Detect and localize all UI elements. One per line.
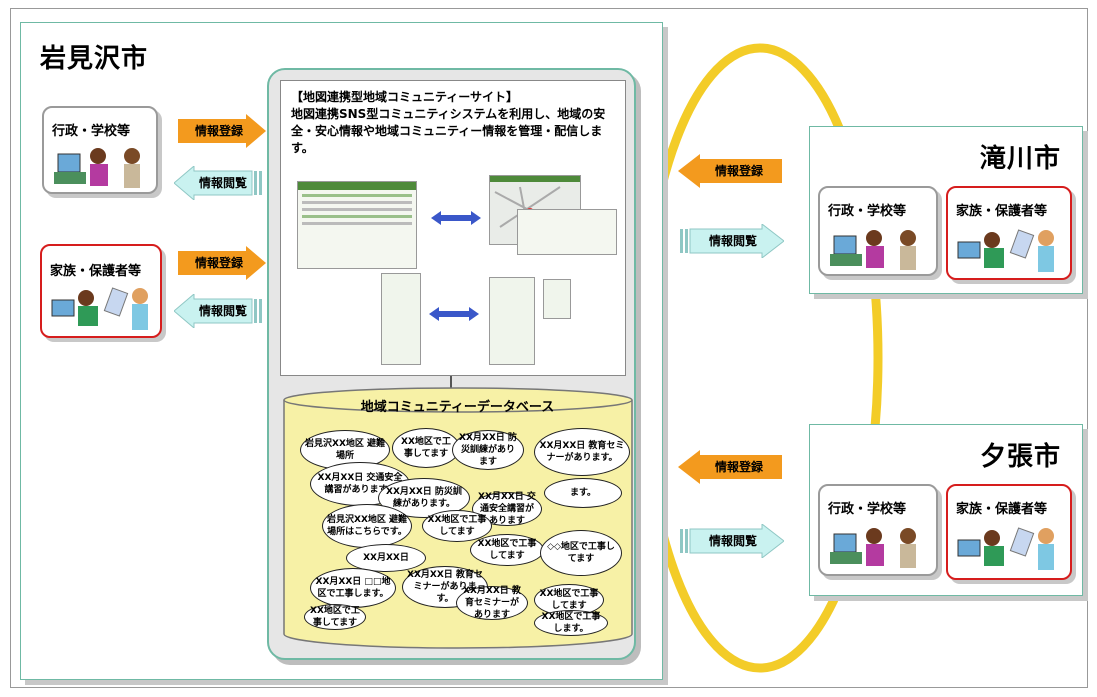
yubari-family-box: 家族・保護者等 bbox=[946, 484, 1072, 580]
admin-people-icon bbox=[54, 148, 140, 188]
site-screenshot-side bbox=[517, 209, 617, 255]
site-screenshot-list bbox=[297, 181, 417, 269]
takikawa-browse-arrow: 情報閲覧 bbox=[680, 224, 784, 258]
site-heading: 【地図連携型地域コミュニティーサイト】 bbox=[291, 90, 519, 104]
iwamizawa-family-register-arrow: 情報登録 bbox=[178, 246, 268, 280]
site-screenshot-mobile-3 bbox=[543, 279, 571, 319]
register-label: 情報登録 bbox=[194, 124, 243, 138]
iwamizawa-admin-register-arrow: 情報登録 bbox=[178, 114, 268, 148]
family-label: 家族・保護者等 bbox=[50, 264, 142, 279]
database-title: 地域コミュニティーデータベース bbox=[360, 400, 555, 415]
info-bubble: XX月XX日 交通安全講習があります bbox=[472, 492, 542, 526]
family-people-icon bbox=[957, 229, 1054, 272]
info-bubble: XX地区で工事してます bbox=[534, 584, 604, 616]
admin-people-icon bbox=[830, 230, 916, 270]
info-bubble: XX月XX日 □□地区で工事します。 bbox=[310, 568, 396, 608]
yubari-title: 夕張市 bbox=[980, 442, 1062, 472]
admin-label: 行政・学校等 bbox=[52, 124, 131, 139]
family-people-icon bbox=[51, 287, 148, 330]
info-bubble: XX地区で工事してます bbox=[470, 534, 544, 566]
iwamizawa-family-box: 家族・保護者等 bbox=[40, 244, 162, 338]
info-bubble: XX地区で工事してます bbox=[392, 428, 460, 468]
site-description-block: 【地図連携型地域コミュニティーサイト】 地図連携SNS型コミュニティシステムを利… bbox=[291, 89, 621, 157]
register-label: 情報登録 bbox=[714, 460, 763, 474]
yubari-browse-arrow: 情報閲覧 bbox=[680, 524, 784, 558]
info-bubble: XX月XX日 防災訓練があります bbox=[452, 430, 524, 470]
admin-label: 行政・学校等 bbox=[828, 502, 907, 517]
info-bubble: XX地区で工事してます bbox=[304, 604, 366, 630]
yubari-admin-box: 行政・学校等 bbox=[818, 484, 938, 576]
takikawa-title: 滝川市 bbox=[980, 144, 1062, 174]
iwamizawa-title: 岩見沢市 bbox=[40, 44, 149, 74]
site-db-connector bbox=[450, 376, 452, 390]
info-bubble: XX月XX日 教育セミナーがあります bbox=[456, 586, 528, 620]
site-screenshot-mobile-1 bbox=[381, 273, 421, 365]
iwamizawa-admin-browse-arrow: 情報閲覧 bbox=[174, 166, 264, 200]
site-description: 地図連携SNS型コミュニティシステムを利用し、地域の安全・安心情報や地域コミュニ… bbox=[291, 107, 606, 155]
register-label: 情報登録 bbox=[714, 164, 763, 178]
info-bubble: XX地区で工事してます bbox=[422, 510, 492, 542]
info-bubble: ◇◇地区で工事してます bbox=[540, 530, 622, 576]
iwamizawa-family-browse-arrow: 情報閲覧 bbox=[174, 294, 264, 328]
family-people-icon bbox=[957, 527, 1054, 570]
iwamizawa-admin-box: 行政・学校等 bbox=[42, 106, 158, 194]
register-label: 情報登録 bbox=[194, 256, 243, 270]
admin-label: 行政・学校等 bbox=[828, 204, 907, 219]
community-site-card: 【地図連携型地域コミュニティーサイト】 地図連携SNS型コミュニティシステムを利… bbox=[280, 80, 626, 376]
info-bubble: XX月XX日 教育セミナーがあります。 bbox=[534, 428, 630, 476]
sync-arrow-icon bbox=[429, 307, 479, 321]
family-label: 家族・保護者等 bbox=[956, 204, 1048, 219]
takikawa-admin-box: 行政・学校等 bbox=[818, 186, 938, 276]
browse-label: 情報閲覧 bbox=[198, 304, 247, 318]
takikawa-family-box: 家族・保護者等 bbox=[946, 186, 1072, 280]
yubari-register-arrow: 情報登録 bbox=[678, 450, 782, 484]
browse-label: 情報閲覧 bbox=[198, 176, 247, 190]
info-bubble: 岩見沢XX地区 避難場所はこちらです。 bbox=[322, 504, 412, 548]
info-bubble: ます。 bbox=[544, 478, 622, 508]
site-screenshot-mobile-2 bbox=[489, 277, 535, 365]
info-bubble: XX地区で工事します。 bbox=[534, 610, 608, 636]
browse-label: 情報閲覧 bbox=[708, 534, 757, 548]
family-label: 家族・保護者等 bbox=[956, 502, 1048, 517]
sync-arrow-icon bbox=[431, 211, 481, 225]
takikawa-register-arrow: 情報登録 bbox=[678, 154, 782, 188]
browse-label: 情報閲覧 bbox=[708, 234, 757, 248]
admin-people-icon bbox=[830, 528, 916, 568]
